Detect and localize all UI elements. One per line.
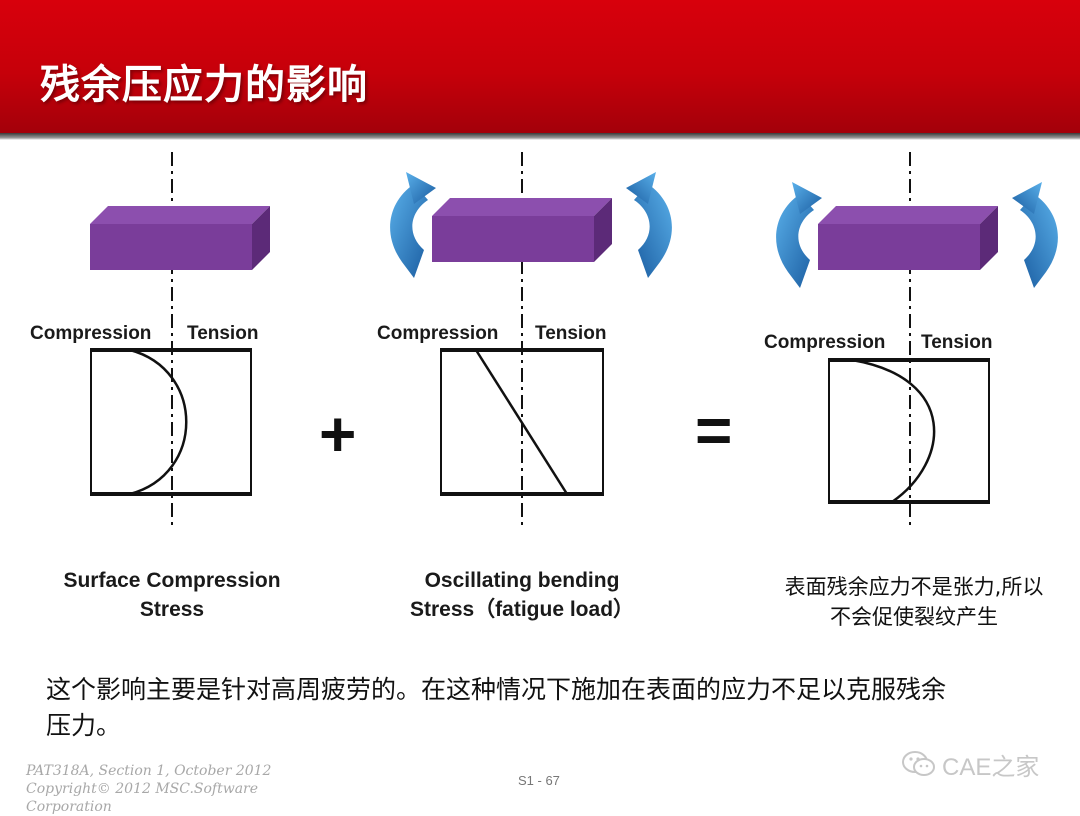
footer-line: PAT318A, Section 1, October 2012 (26, 763, 272, 779)
caption-surface-compression: Surface Compression Stress (42, 566, 302, 624)
rotation-arrow-right-icon (626, 172, 672, 278)
explanation-text: 这个影响主要是针对高周疲劳的。在这种情况下施加在表面的应力不足以克服残余压力。 (46, 675, 947, 740)
compression-label: Compression (377, 323, 499, 344)
footer-copyright: PAT318A, Section 1, October 2012 Copyrig… (26, 762, 326, 816)
tension-label: Tension (921, 332, 993, 353)
compression-label: Compression (764, 332, 886, 353)
beam-block (432, 198, 612, 262)
footer-line: Copyright© 2012 MSC.Software (26, 781, 259, 797)
panel-result (776, 152, 1058, 530)
caption-oscillating-bending: Oscillating bending Stress（fatigue load） (380, 566, 664, 624)
page-number: S1 - 67 (518, 773, 560, 788)
watermark-text: CAE之家 (942, 753, 1040, 781)
caption-line: 不会促使裂纹产生 (830, 605, 998, 629)
caption-line: Surface Compression (63, 569, 281, 592)
equals-operator: = (695, 394, 733, 466)
beam-block (90, 206, 270, 270)
caption-result: 表面残余应力不是张力,所以 不会促使裂纹产生 (762, 572, 1066, 632)
residual-stress-diagram (90, 152, 1058, 530)
header-divider (0, 133, 1080, 140)
beam-block (818, 206, 998, 270)
compression-label: Compression (30, 323, 152, 344)
bending-stress-line (474, 349, 569, 495)
plus-operator: + (319, 398, 357, 470)
caption-line: 表面残余应力不是张力,所以 (784, 575, 1044, 599)
combined-stress-curve (851, 358, 936, 504)
caption-line: Oscillating bending (424, 569, 620, 592)
residual-stress-curve (129, 348, 188, 496)
watermark: CAE之家 (902, 748, 1040, 781)
rotation-arrow-left-icon (390, 172, 436, 278)
rotation-arrow-left-icon (776, 182, 822, 288)
page-title: 残余压应力的影响 (40, 62, 368, 108)
footer-line: Corporation (26, 799, 112, 815)
header-bar: 残余压应力的影响 (0, 0, 1080, 133)
caption-line: Stress (139, 598, 205, 621)
panel-surface-compression (90, 152, 270, 530)
caption-line: Stress（fatigue load） (409, 598, 635, 621)
panel-oscillating-bending (390, 152, 672, 530)
tension-label: Tension (535, 323, 607, 344)
tension-label: Tension (187, 323, 259, 344)
wechat-icon (902, 751, 935, 776)
rotation-arrow-right-icon (1012, 182, 1058, 288)
